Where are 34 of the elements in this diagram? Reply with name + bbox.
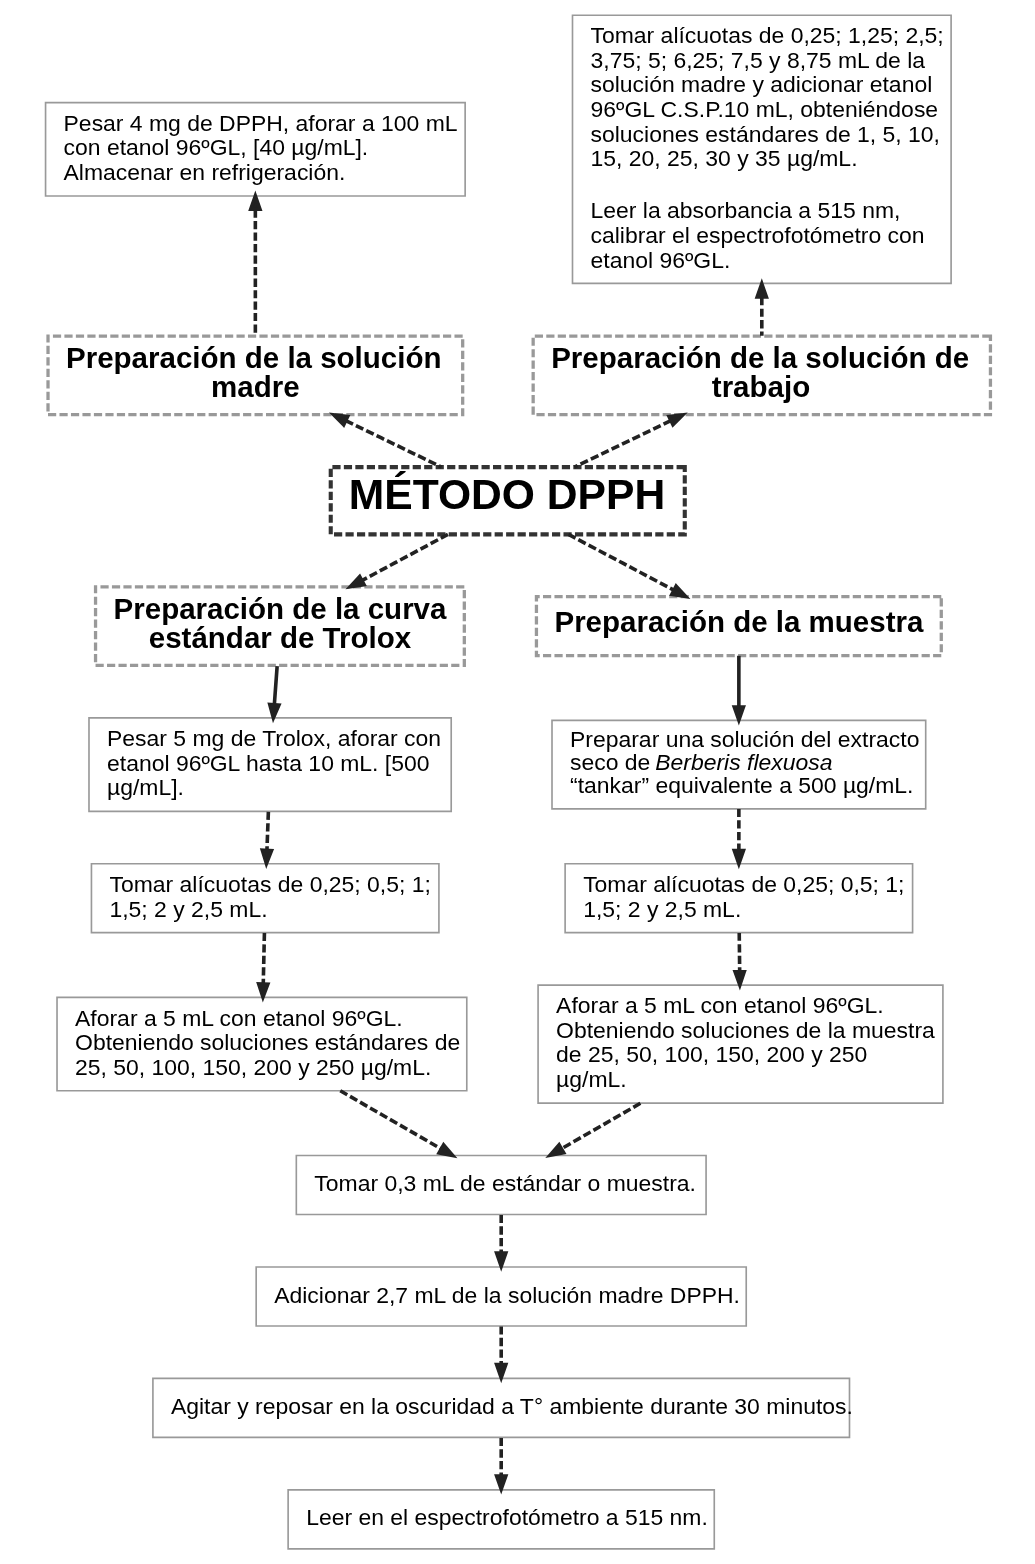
- node-box: Tomar alícuotas de 0,25; 0,5; 1; 1,5; 2 y 2,5 mL.: [90, 862, 440, 934]
- arrow: [567, 532, 690, 599]
- node-box: Leer en el espectrofotómetro a 515 nm.: [286, 1489, 715, 1550]
- arrow: [544, 1101, 641, 1159]
- arrow: [255, 932, 270, 1003]
- arrow: [345, 532, 449, 590]
- node-box: Pesar 5 mg de Trolox, aforar con etanol 96ºGL hasta 10 mL. [500 µg/mL].: [87, 717, 452, 813]
- node-box: Tomar alícuotas de 0,25; 0,5; 1; 1,5; 2 y 2,5 mL.: [563, 862, 913, 934]
- arrow: [493, 1326, 508, 1384]
- node-box: Pesar 4 mg de DPPH, aforar a 100 mL con etanol 96ºGL, [40 µg/mL]. Almacenar en refrigeración.: [44, 101, 466, 197]
- node-box: Agitar y reposar en la oscuridad a T° ambiente durante 30 minutos.: [151, 1377, 850, 1439]
- arrow: [754, 278, 769, 336]
- arrow: [338, 1089, 457, 1159]
- arrow: [732, 932, 747, 991]
- arrow: [493, 1438, 508, 1495]
- arrow: [493, 1215, 508, 1272]
- arrow: [731, 655, 746, 726]
- node-box: Preparación de la solución madre: [45, 334, 464, 417]
- node-box: Preparación de la solución de trabajo: [531, 334, 992, 417]
- node-box: Adicionar 2,7 mL de la solución madre DPPH.: [254, 1266, 747, 1327]
- node-box: Preparación de la muestra: [534, 595, 943, 658]
- node-box: Tomar alícuotas de 0,25; 1,25; 2,5; 3,75; 5; 6,25; 7,5 y 8,75 mL de la solución madre y adicionar etanol 96ºGL C.S.P.10 mL, obteniéndose soluciones estándares de 1, 5, 10, 15, 20, 25, 30 y 35 µg/mL. Leer la absorbancia a 515 nm, calibrar el espectrofotómetro con etanol 96ºGL.: [571, 14, 952, 285]
- arrow: [328, 412, 442, 469]
- node-box: Aforar a 5 mL con etanol 96ºGL. Obteniendo soluciones estándares de 25, 50, 100, 150, 200 y 250 µg/mL.: [55, 996, 468, 1092]
- arrow: [247, 190, 262, 336]
- arrow: [266, 666, 282, 724]
- node-box: Preparación de la curva estándar de Trolox: [93, 585, 466, 668]
- node-box: Preparar una solución del extracto seco de Berberis flexuosa “tankar” equivalente a 500 µg/mL.: [550, 719, 927, 810]
- node-box: MÉTODO DPPH: [328, 465, 687, 537]
- node-box: Tomar 0,3 mL de estándar o muestra.: [295, 1154, 707, 1216]
- arrow: [573, 412, 688, 469]
- node-box: Aforar a 5 mL con etanol 96ºGL. Obteniendo soluciones de la muestra de 25, 50, 100, 150, 200 y 250 µg/mL.: [536, 984, 944, 1104]
- arrow: [259, 811, 274, 869]
- arrow: [731, 808, 746, 870]
